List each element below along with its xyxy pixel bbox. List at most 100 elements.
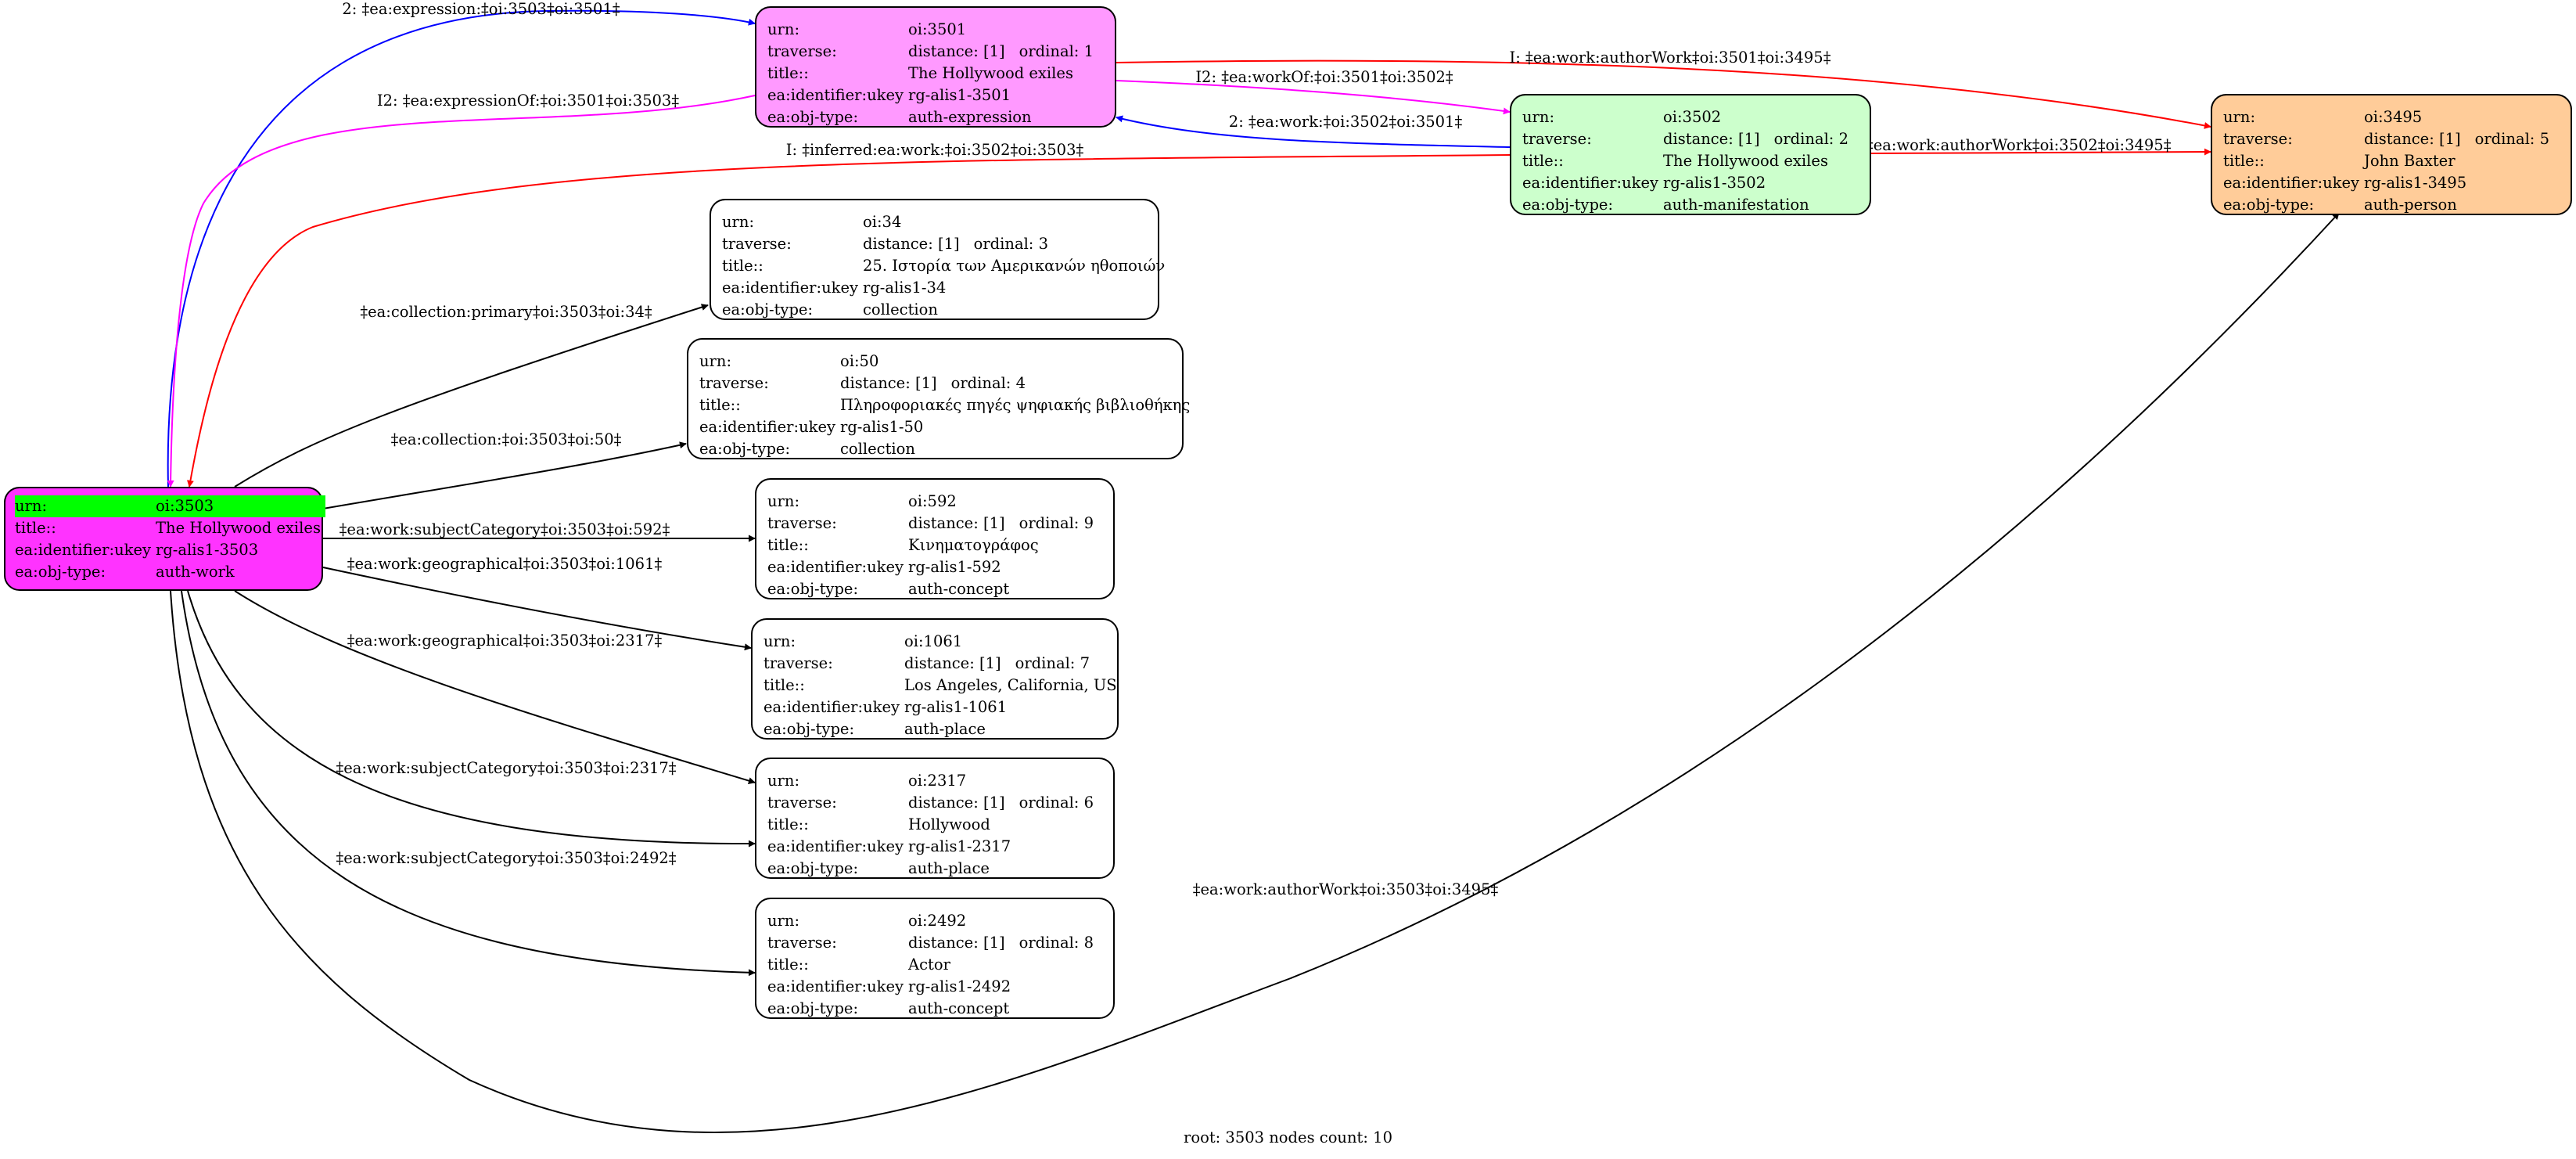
node-field-value: oi:3501 bbox=[908, 19, 1098, 41]
edge-expression-3503-3501: 2: ‡ea:expression:‡oi:3503‡oi:3501‡ bbox=[167, 0, 756, 488]
node-value: distance: [1] bbox=[840, 374, 937, 392]
node-field-value: rg-alis1-3501 bbox=[908, 85, 1098, 106]
node-row: traverse:distance: [1]ordinal: 7 bbox=[763, 653, 1122, 675]
node-field-value: oi:592 bbox=[908, 491, 1098, 513]
node-field-key: ea:obj-type: bbox=[763, 720, 855, 738]
node-field-key: ea:obj-type: bbox=[1522, 196, 1614, 214]
node-field-value: collection bbox=[840, 438, 1195, 460]
graph-footer: root: 3503 nodes count: 10 bbox=[1184, 1128, 1392, 1146]
node-value: oi:3502 bbox=[1663, 108, 1722, 126]
node-value: rg-alis1-3501 bbox=[908, 86, 1011, 104]
node-field-value: auth-expression bbox=[908, 106, 1098, 128]
node-value: distance: [1] bbox=[863, 235, 960, 253]
node-row: ea:obj-type:auth-concept bbox=[767, 998, 1098, 1020]
node-row: title::Actor bbox=[767, 954, 1098, 976]
edge-subjectCategory-3503-2492: ‡ea:work:subjectCategory‡oi:3503‡oi:2492… bbox=[181, 590, 756, 977]
edge-geographical-3503-1061: ‡ea:work:geographical‡oi:3503‡oi:1061‡ bbox=[322, 555, 752, 651]
node-value: rg-alis1-3502 bbox=[1663, 174, 1766, 192]
node-value: oi:592 bbox=[908, 492, 957, 510]
node-3501[interactable]: urn: oi:3501 traverse: distance: [1]ordinal… bbox=[755, 6, 1116, 128]
node-field-key: urn: bbox=[722, 213, 755, 231]
node-row: traverse:distance: [1]ordinal: 4 bbox=[699, 373, 1195, 394]
node-field-key: ea:identifier:ukey bbox=[722, 279, 858, 297]
node-value: rg-alis1-2317 bbox=[908, 837, 1011, 855]
edge-authorWork-3503-3495: ‡ea:work:authorWork‡oi:3503‡oi:3495‡ bbox=[170, 212, 2340, 1134]
node-row: ea:obj-type:auth-person bbox=[2223, 194, 2554, 216]
node-field-key: traverse: bbox=[722, 235, 792, 253]
node-field-key: urn: bbox=[767, 20, 800, 38]
node-field-value: oi:34 bbox=[863, 211, 1169, 233]
node-field-value: Actor bbox=[908, 954, 1098, 976]
node-field-key: ea:identifier:ukey bbox=[767, 837, 904, 855]
node-row: title::The Hollywood exiles bbox=[767, 63, 1098, 85]
node-row: title::Κινηματογράφος bbox=[767, 535, 1098, 556]
node-field-value: rg-alis1-50 bbox=[840, 416, 1195, 438]
node-field-key: traverse: bbox=[767, 514, 837, 532]
node-field-value: distance: [1]ordinal: 8 bbox=[908, 932, 1098, 954]
node-value: oi:2317 bbox=[908, 772, 967, 790]
node-row: traverse:distance: [1]ordinal: 6 bbox=[767, 792, 1098, 814]
node-field-key: ea:identifier:ukey bbox=[767, 86, 904, 104]
node-value: Κινηματογράφος bbox=[908, 536, 1039, 554]
node-field-key: ea:obj-type: bbox=[767, 108, 859, 126]
node-row: title::Los Angeles, California, US bbox=[763, 675, 1122, 696]
node-field-value: The Hollywood exiles bbox=[908, 63, 1098, 85]
node-field-value: Hollywood bbox=[908, 814, 1098, 836]
node-field-key: ea:obj-type: bbox=[722, 301, 814, 319]
node-field-value: rg-alis1-34 bbox=[863, 277, 1169, 299]
node-value: auth-place bbox=[908, 859, 990, 877]
node-field-key: ea:identifier:ukey bbox=[767, 977, 904, 995]
node-field-key: urn: bbox=[767, 912, 800, 930]
edge-label: ‡ea:work:subjectCategory‡oi:3503‡oi:2492… bbox=[336, 849, 676, 867]
node-field-value: distance: [1]ordinal: 1 bbox=[908, 41, 1098, 63]
node-row: traverse:distance: [1]ordinal: 5 bbox=[2223, 128, 2554, 150]
edge-collection-3503-50: ‡ea:collection:‡oi:3503‡oi:50‡ bbox=[322, 430, 687, 509]
node-row: ea:identifier:ukey rg-alis1-34 bbox=[722, 277, 1169, 299]
node-row: ea:obj-type:auth-place bbox=[767, 858, 1098, 880]
node-row: title::The Hollywood exiles bbox=[15, 517, 325, 539]
node-value: oi:50 bbox=[840, 352, 879, 370]
node-value: collection bbox=[863, 301, 938, 319]
node-value: rg-alis1-50 bbox=[840, 418, 924, 436]
node-row: ea:obj-type:auth-manifestation bbox=[1522, 194, 1853, 216]
node-field-value: auth-concept bbox=[908, 578, 1098, 600]
edge-authorWork-3501-3495: I: ‡ea:work:authorWork‡oi:3501‡oi:3495‡ bbox=[1116, 49, 2211, 129]
node-field-key: traverse: bbox=[767, 42, 837, 60]
node-field-key: ea:identifier:ukey bbox=[763, 698, 900, 716]
node-value: auth-work bbox=[156, 563, 235, 581]
node-value: Los Angeles, California, US bbox=[904, 676, 1117, 694]
node-field-value: Πληροφοριακές πηγές ψηφιακής βιβλιοθήκης bbox=[840, 394, 1195, 416]
node-field-key: ea:obj-type: bbox=[767, 580, 859, 598]
node-row: ea:obj-type: collection bbox=[722, 299, 1169, 321]
node-value: rg-alis1-1061 bbox=[904, 698, 1008, 716]
node-field-value: oi:3502 bbox=[1663, 106, 1853, 128]
node-field-value: John Baxter bbox=[2364, 150, 2554, 172]
edge-subjectCategory-3503-2317: ‡ea:work:subjectCategory‡oi:3503‡oi:2317… bbox=[187, 590, 756, 848]
node-row: traverse:distance: [1]ordinal: 3 bbox=[722, 233, 1169, 255]
node-field-key: title:: bbox=[699, 396, 741, 414]
node-field-key: ea:obj-type: bbox=[15, 563, 106, 581]
node-field-value: distance: [1]ordinal: 9 bbox=[908, 513, 1098, 535]
node-value: The Hollywood exiles bbox=[908, 64, 1073, 82]
node-field-key: title:: bbox=[722, 257, 763, 275]
node-value: collection bbox=[840, 440, 915, 458]
edge-label: ‡ea:collection:primary‡oi:3503‡oi:34‡ bbox=[360, 303, 652, 321]
node-field-value: auth-work bbox=[156, 561, 325, 583]
